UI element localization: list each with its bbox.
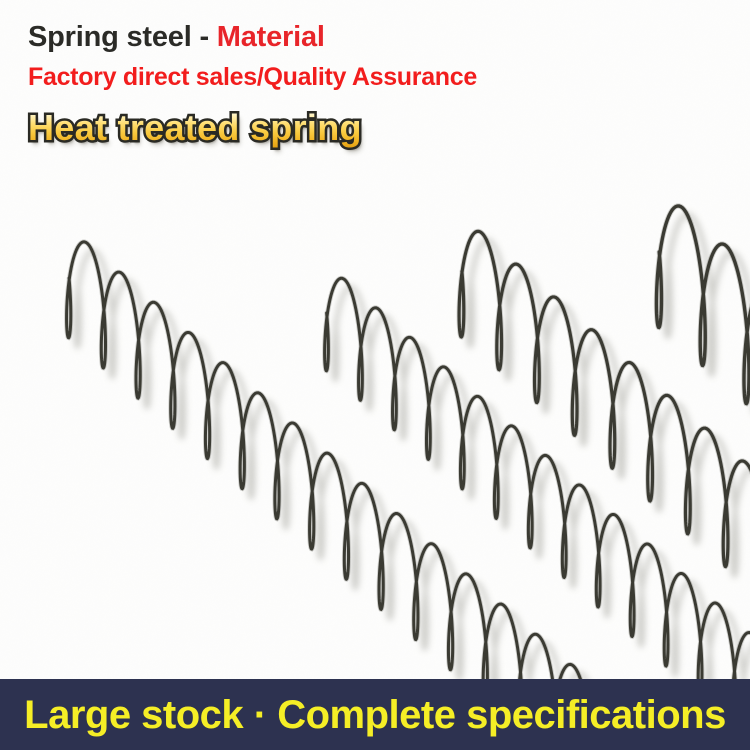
headline-spring-steel: Spring steel - (28, 21, 217, 53)
headline-line-heat-treated: Heat treated spring Heat treated spring (26, 107, 364, 149)
headline-text-block: Spring steel - Material Factory direct s… (0, 0, 750, 149)
heat-treated-outline: Heat treated spring (26, 107, 364, 148)
headline-line-material: Spring steel - Material (28, 22, 750, 53)
bottom-banner-text: Large stock · Complete specifications (24, 692, 726, 737)
headline-material: Material (216, 21, 325, 53)
heat-treated-fill: Heat treated spring (28, 107, 362, 149)
bottom-banner: Large stock · Complete specifications (0, 679, 750, 750)
headline-line-factory-direct: Factory direct sales/Quality Assurance (28, 62, 477, 91)
